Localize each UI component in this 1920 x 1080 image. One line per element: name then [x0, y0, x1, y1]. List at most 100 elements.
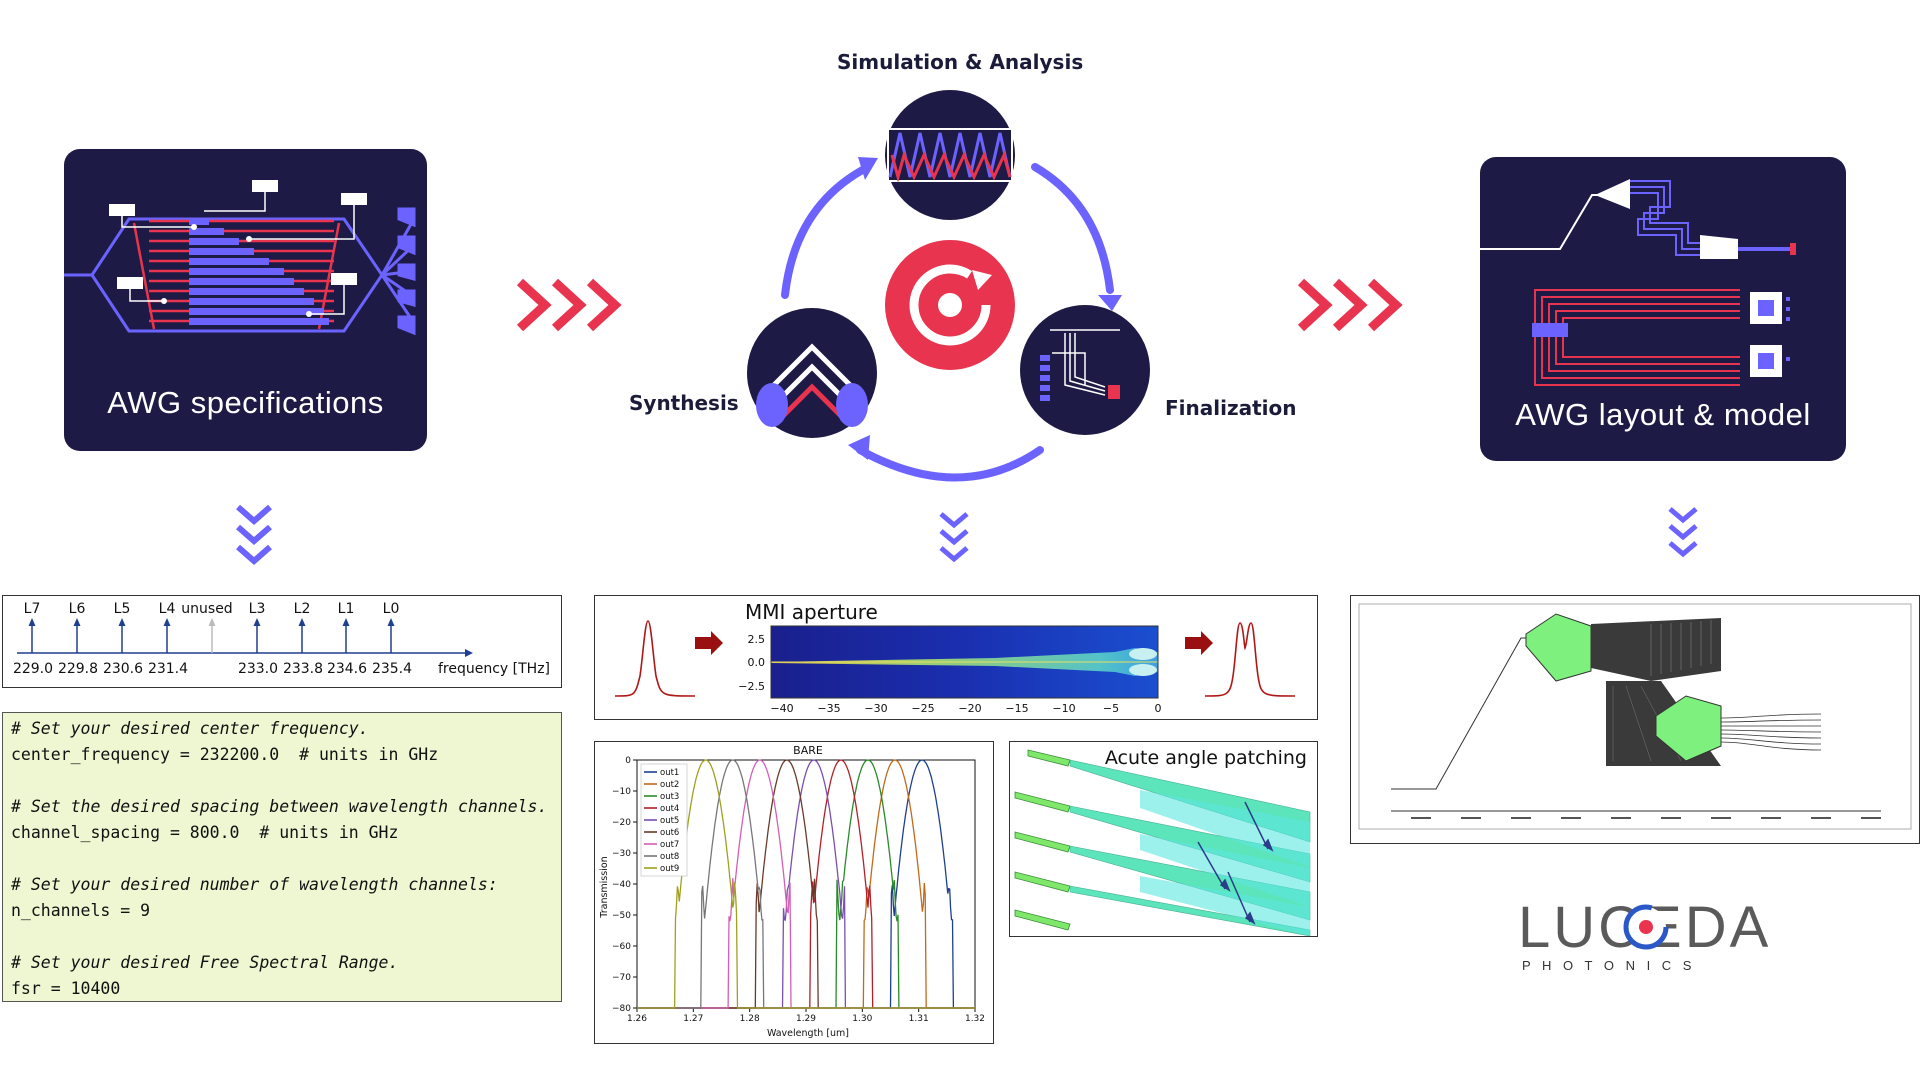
x-tick-label: 1.29: [796, 1014, 816, 1024]
channel-label: L6: [69, 601, 86, 617]
channel-arrow: [118, 618, 126, 626]
design-cycle-diagram: [747, 90, 1150, 482]
chart-title: BARE: [793, 744, 823, 757]
awg-specifications-label: AWG specifications: [107, 385, 384, 420]
channel-label: L2: [294, 601, 311, 617]
channel-arrow: [73, 618, 81, 626]
channel-label: L7: [24, 601, 41, 617]
simulation-analysis-label: Simulation & Analysis: [837, 50, 1084, 74]
down-chevrons-right-icon: [1668, 507, 1698, 558]
channel-arrow: [342, 618, 350, 626]
channel-arrow: [163, 618, 171, 626]
channel-frequency: 229.0: [13, 661, 53, 677]
mmi-x-tick: −25: [911, 702, 934, 715]
y-tick-label: −70: [612, 973, 631, 983]
legend-label: out9: [660, 864, 679, 874]
legend-label: out7: [660, 840, 679, 850]
legend-label: out2: [660, 780, 679, 790]
awg-layout-model-label: AWG layout & model: [1515, 397, 1811, 432]
finalization-circle-icon: [1020, 305, 1150, 435]
luceda-eye-icon: [1623, 904, 1669, 950]
y-tick-label: 0: [625, 756, 631, 766]
code-line: center_frequency = 232200.0 # units in G…: [11, 745, 439, 764]
awg-gds-layout-panel: [1350, 595, 1920, 844]
legend-label: out8: [660, 852, 679, 862]
x-tick-label: 1.30: [852, 1014, 872, 1024]
x-tick-label: 1.32: [965, 1014, 985, 1024]
code-comment-line: # Set your desired center frequency.: [11, 719, 369, 738]
x-tick-label: 1.26: [627, 1014, 647, 1024]
channel-arrow: [298, 618, 306, 626]
code-line: fsr = 10400: [11, 979, 121, 998]
mmi-x-tick: −35: [817, 702, 840, 715]
channel-frequency: 233.0: [238, 661, 278, 677]
channel-arrow: [208, 618, 216, 626]
synthesis-label: Synthesis: [629, 391, 739, 415]
legend-label: out5: [660, 816, 679, 826]
y-tick-label: −60: [612, 942, 631, 952]
mmi-y-tick: −2.5: [738, 680, 765, 693]
mmi-y-tick: 2.5: [748, 633, 766, 646]
refresh-icon: [885, 240, 1015, 370]
code-line: channel_spacing = 800.0 # units in GHz: [11, 823, 399, 842]
patching-title: Acute angle patching: [1105, 747, 1307, 769]
y-tick-label: −10: [612, 787, 631, 797]
synthesis-circle-icon: [747, 308, 877, 438]
awg-layout-icon: [1480, 179, 1796, 386]
y-tick-label: −30: [612, 849, 631, 859]
legend-label: out6: [660, 828, 679, 838]
mmi-x-tick: −10: [1052, 702, 1075, 715]
channel-frequency: 233.8: [283, 661, 323, 677]
channel-label: L4: [159, 601, 176, 617]
y-tick-label: −20: [612, 818, 631, 828]
mmi-x-tick: −15: [1005, 702, 1028, 715]
luceda-subtitle: P H O T O N I C S: [1522, 958, 1696, 973]
luceda-logo: LUCEDA P H O T O N I C S: [1518, 894, 1778, 974]
acute-angle-patching-panel: Acute angle patching: [1009, 741, 1318, 937]
channel-label: L3: [249, 601, 266, 617]
mmi-x-tick: −30: [864, 702, 887, 715]
channel-label: unused: [181, 601, 232, 617]
mmi-x-tick: −20: [958, 702, 981, 715]
mmi-x-tick: −40: [770, 702, 793, 715]
channel-frequency: 231.4: [148, 661, 188, 677]
legend-label: out1: [660, 768, 679, 778]
legend-label: out4: [660, 804, 679, 814]
mmi-aperture-panel: MMI aperture 2.5 0.0 −2.5 −40 −35 −30 −25 −20 −…: [594, 595, 1318, 720]
channel-frequency: 235.4: [372, 661, 412, 677]
forward-chevrons-left-icon: [516, 278, 622, 332]
awg-specifications-card: AWG specifications: [64, 149, 427, 451]
down-chevrons-center-icon: [939, 512, 969, 563]
mmi-x-tick: −5: [1103, 702, 1119, 715]
channel-arrow: [387, 618, 395, 626]
x-tick-label: 1.27: [683, 1014, 703, 1024]
y-tick-label: −50: [612, 911, 631, 921]
awg-layout-model-card: AWG layout & model: [1480, 157, 1846, 461]
code-comment-line: # Set your desired Free Spectral Range.: [11, 953, 399, 972]
y-tick-label: −80: [612, 1004, 631, 1014]
y-tick-label: −40: [612, 880, 631, 890]
forward-chevrons-right-icon: [1297, 278, 1403, 332]
code-comment-line: # Set your desired number of wavelength …: [11, 875, 498, 894]
series-line-out2: [637, 759, 975, 1009]
code-comment-line: # Set the desired spacing between wavele…: [11, 797, 548, 816]
mmi-x-tick: 0: [1155, 702, 1162, 715]
channel-label: L1: [338, 601, 355, 617]
mmi-title: MMI aperture: [745, 600, 878, 624]
channel-frequency: 229.8: [58, 661, 98, 677]
python-code-panel: # Set your desired center frequency. cent…: [2, 712, 562, 1002]
legend-label: out3: [660, 792, 679, 802]
channel-frequency: 230.6: [103, 661, 143, 677]
mmi-y-tick: 0.0: [748, 656, 766, 669]
awg-schematic-icon: [64, 180, 416, 336]
simulation-circle-icon: [885, 90, 1015, 220]
frequency-axis-label: frequency [THz]: [438, 661, 550, 677]
finalization-label: Finalization: [1165, 396, 1297, 420]
down-chevrons-left-icon: [236, 504, 272, 565]
x-tick-label: 1.28: [740, 1014, 760, 1024]
series-line-out9: [637, 759, 975, 1009]
x-tick-label: 1.31: [909, 1014, 929, 1024]
